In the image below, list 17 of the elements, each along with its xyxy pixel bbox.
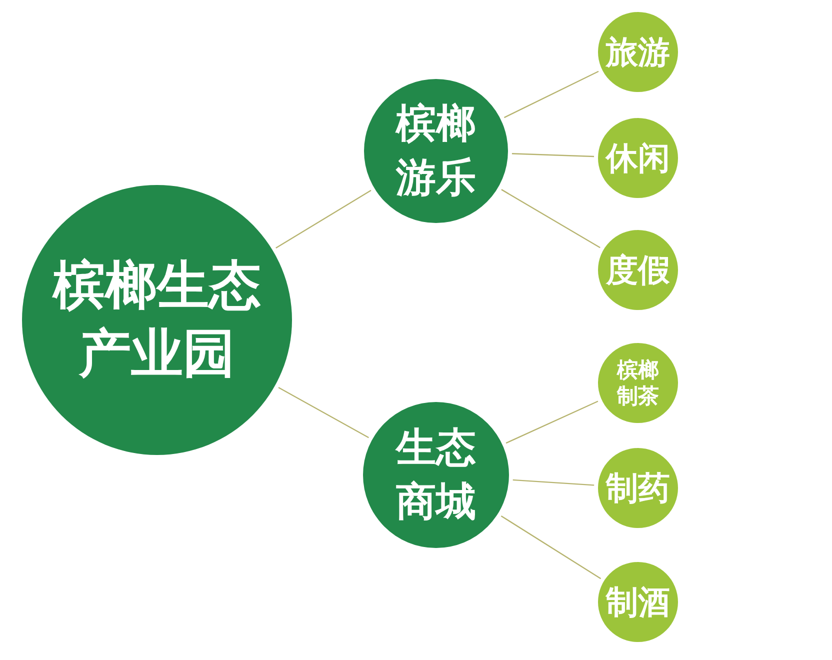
node-label: 生态商城 [394,424,477,527]
node-label: 休闲 [604,138,671,178]
connector-line [276,190,372,248]
connector-line [506,400,598,444]
connector-line [504,70,599,118]
connector-line [500,515,602,580]
node-label: 槟榔制茶 [616,357,660,409]
node-label: 制药 [604,468,671,508]
connector-line [278,386,369,438]
node-label: 旅游 [604,32,671,72]
node-label: 槟榔游乐 [394,100,477,203]
connector-line [501,189,600,248]
node-label: 槟榔生态产业园 [51,255,262,386]
connector-line [512,479,594,486]
node-label: 度假 [604,250,671,290]
connector-line [512,153,594,158]
node-label: 制酒 [604,582,671,622]
